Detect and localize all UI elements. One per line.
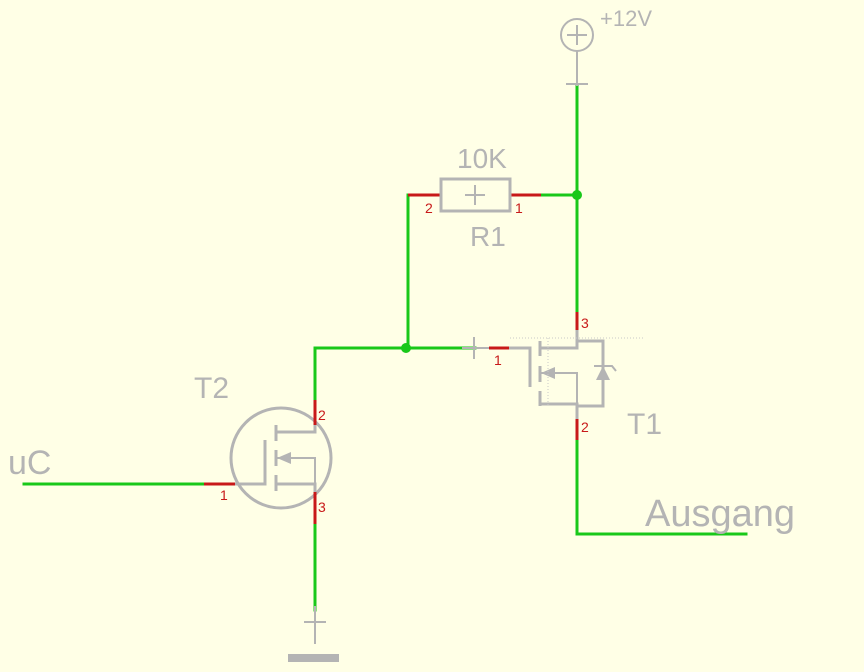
resistor-name: R1 — [470, 221, 506, 252]
resistor-body — [439, 177, 512, 213]
wire-output — [575, 438, 748, 536]
resistor-pin-left: 2 — [425, 200, 433, 216]
wires — [22, 83, 748, 612]
output-net-label: Ausgang — [645, 493, 795, 535]
wire-gate-net — [313, 346, 477, 402]
t1-name: T1 — [627, 408, 662, 441]
ground-symbol — [288, 606, 339, 662]
transistor-t2: T2 1 2 3 — [194, 372, 333, 524]
t2-name: T2 — [194, 372, 229, 405]
t1-pin-gate: 1 — [494, 352, 502, 368]
junction-dot-gate — [401, 343, 411, 353]
resistor-value: 10K — [457, 143, 507, 174]
supply-label: +12V — [600, 6, 652, 31]
resistor-pin-right: 1 — [515, 200, 523, 216]
t2-pin-bottom: 3 — [318, 499, 326, 515]
t2-pin-gate: 1 — [220, 487, 228, 503]
resistor-r1: 10K R1 2 1 — [408, 143, 541, 252]
t1-pin-bottom: 2 — [581, 419, 589, 435]
input-net-label: uC — [8, 444, 51, 482]
t2-pin-top: 2 — [318, 407, 326, 423]
supply-symbol: +12V — [560, 6, 652, 86]
transistor-t1: T1 1 3 2 — [462, 312, 662, 441]
t1-pin-top: 3 — [581, 315, 589, 331]
t2-circle — [229, 406, 333, 510]
junction-dot-supply — [572, 190, 582, 200]
